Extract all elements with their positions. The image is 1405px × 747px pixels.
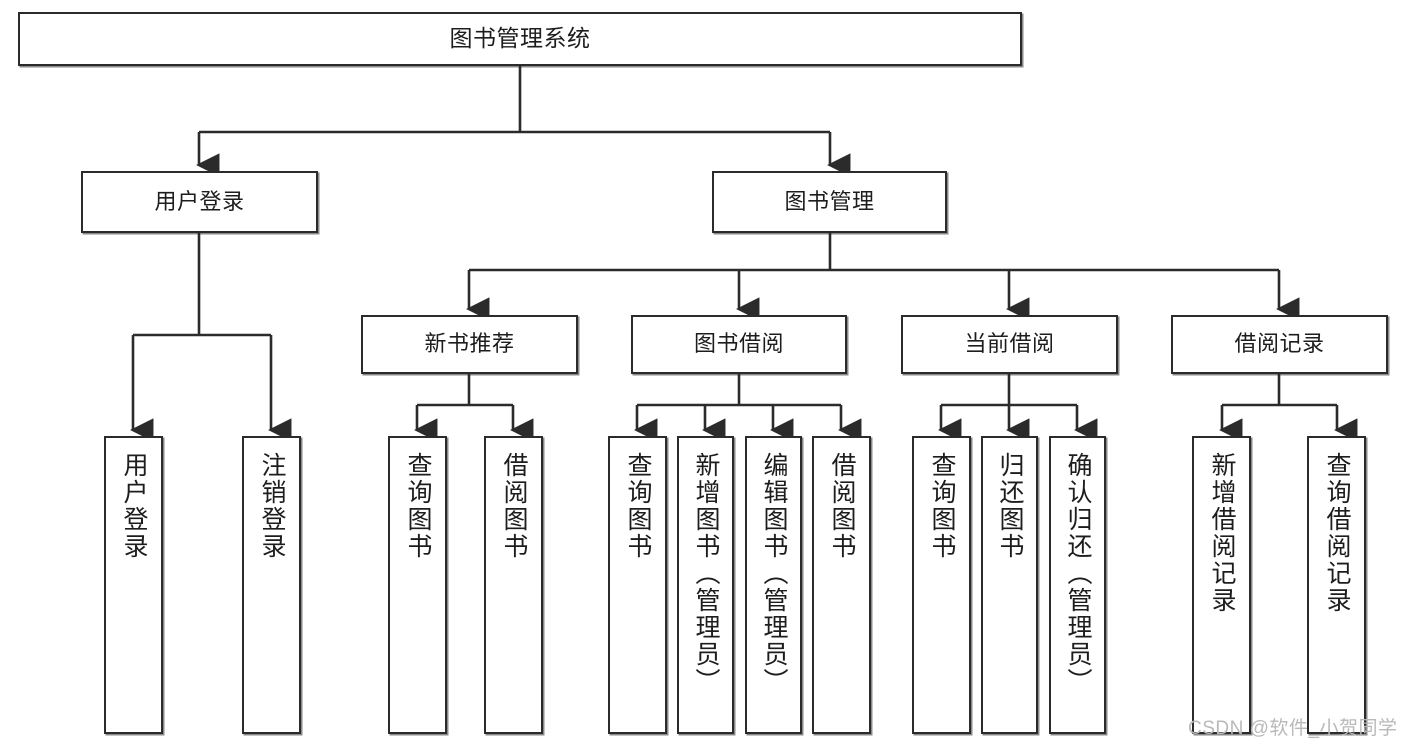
node-leaf-user-login-label: 用户登录 [120,452,148,560]
node-leaf-query-book-3-label: 查询图书 [928,452,956,560]
node-leaf-query-book-1[interactable]: 查询图书 [388,436,447,734]
node-book-borrow[interactable]: 图书借阅 [631,315,847,374]
node-leaf-add-record[interactable]: 新增借阅记录 [1192,436,1251,734]
node-leaf-query-book-1-label: 查询图书 [404,452,432,560]
node-leaf-user-logout[interactable]: 注销登录 [242,436,301,734]
node-book-manage[interactable]: 图书管理 [712,171,947,233]
node-leaf-confirm-return[interactable]: 确认归还（管理员） [1049,436,1106,734]
node-user-login[interactable]: 用户登录 [81,171,318,233]
node-root[interactable]: 图书管理系统 [18,12,1022,66]
node-leaf-query-record[interactable]: 查询借阅记录 [1307,436,1366,734]
node-leaf-borrow-book-2-label: 借阅图书 [828,452,856,560]
node-leaf-add-book[interactable]: 新增图书（管理员） [677,436,734,734]
node-leaf-query-record-label: 查询借阅记录 [1323,452,1351,614]
node-leaf-return-book-label: 归还图书 [996,452,1024,560]
node-leaf-edit-book-label: 编辑图书（管理员） [760,452,788,695]
node-root-label: 图书管理系统 [449,25,591,52]
node-leaf-confirm-return-label: 确认归还（管理员） [1064,452,1092,695]
node-borrow-record[interactable]: 借阅记录 [1171,315,1388,374]
node-leaf-query-book-3[interactable]: 查询图书 [912,436,971,734]
node-book-manage-label: 图书管理 [784,188,875,214]
node-current-borrow-label: 当前借阅 [964,331,1055,357]
node-leaf-add-book-label: 新增图书（管理员） [692,452,720,695]
node-new-book-recommend-label: 新书推荐 [424,331,515,357]
node-leaf-query-book-2[interactable]: 查询图书 [608,436,667,734]
node-user-login-label: 用户登录 [154,188,245,214]
node-book-borrow-label: 图书借阅 [693,331,784,357]
node-leaf-user-logout-label: 注销登录 [258,452,286,560]
node-leaf-user-login[interactable]: 用户登录 [104,436,163,734]
node-leaf-borrow-book-2[interactable]: 借阅图书 [812,436,871,734]
node-leaf-add-record-label: 新增借阅记录 [1208,452,1236,614]
node-leaf-return-book[interactable]: 归还图书 [981,436,1038,734]
node-borrow-record-label: 借阅记录 [1234,331,1325,357]
node-leaf-query-book-2-label: 查询图书 [624,452,652,560]
node-new-book-recommend[interactable]: 新书推荐 [361,315,578,374]
node-current-borrow[interactable]: 当前借阅 [901,315,1118,374]
node-leaf-borrow-book-1-label: 借阅图书 [500,452,528,560]
node-leaf-edit-book[interactable]: 编辑图书（管理员） [745,436,802,734]
csdn-watermark: CSDN @软件_小贺同学 [1188,718,1398,739]
node-leaf-borrow-book-1[interactable]: 借阅图书 [484,436,543,734]
